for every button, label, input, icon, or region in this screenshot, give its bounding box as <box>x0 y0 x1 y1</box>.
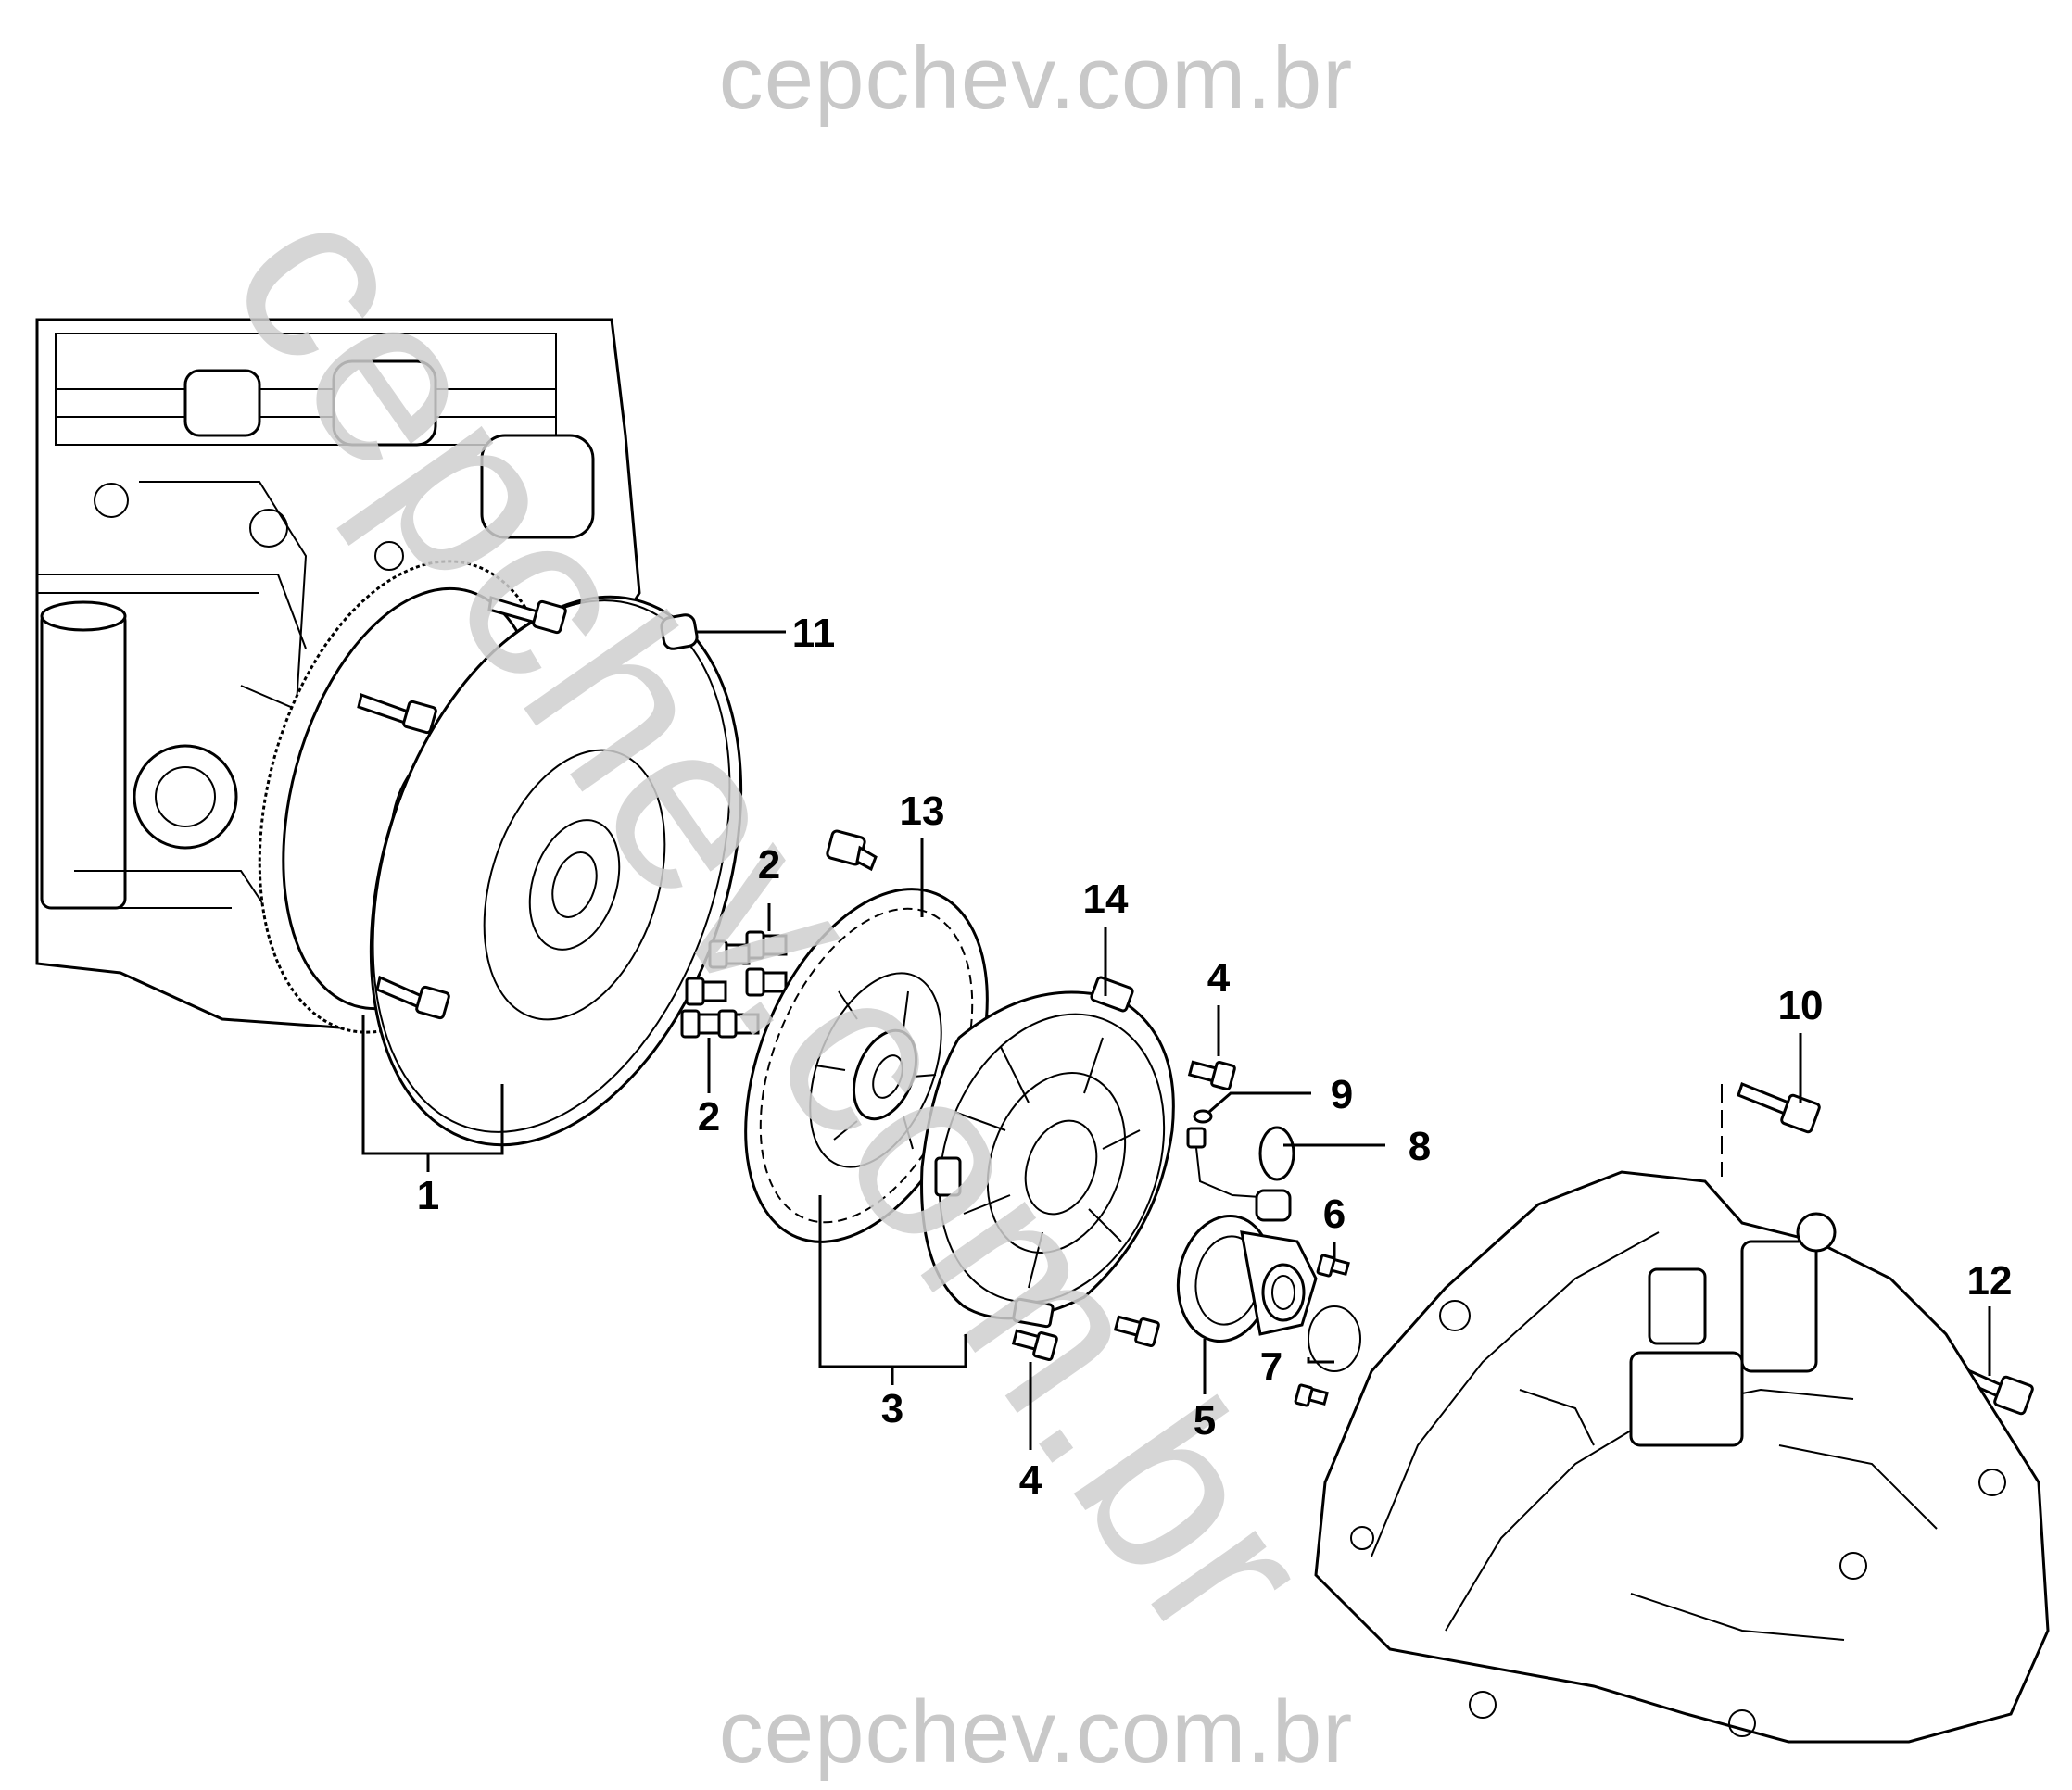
part-4-bolts <box>1011 1060 1236 1361</box>
callout-4-bottom: 4 <box>1019 1457 1042 1503</box>
flywheel <box>258 560 743 1147</box>
part-12-bolt <box>1954 1364 2034 1416</box>
flywheel-bolts <box>357 596 567 1020</box>
leader-lines <box>361 630 1991 1450</box>
callout-8: 8 <box>1409 1124 1431 1169</box>
watermark-bottom: cepchev.com.br <box>718 1683 1354 1782</box>
part-10-bolt <box>1737 1082 1821 1134</box>
callout-7: 7 <box>1260 1344 1282 1390</box>
callout-6: 6 <box>1323 1191 1346 1237</box>
callout-11: 11 <box>792 611 836 656</box>
callout-13: 13 <box>900 788 945 834</box>
callout-5: 5 <box>1194 1398 1216 1443</box>
part-8-hose <box>1186 1126 1295 1222</box>
part-9-washer <box>1193 1109 1213 1124</box>
callout-9: 9 <box>1331 1072 1353 1117</box>
callout-2-top: 2 <box>758 842 780 888</box>
callout-4-top: 4 <box>1207 955 1231 1001</box>
pressure-plate <box>920 976 1175 1329</box>
callout-12: 12 <box>1967 1258 2013 1304</box>
part-2-bolts <box>680 930 788 1039</box>
callout-3: 3 <box>881 1386 903 1431</box>
release-bearing <box>1176 1214 1318 1343</box>
callout-labels: 1 2 2 3 4 4 5 6 7 8 9 10 11 12 13 14 <box>417 611 2013 1503</box>
part-6-screw <box>1316 1254 1350 1278</box>
part-7-oring <box>1308 1305 1361 1372</box>
callout-14: 14 <box>1083 876 1129 922</box>
small-screw <box>1294 1383 1329 1407</box>
callout-10: 10 <box>1778 983 1824 1028</box>
callout-2-bottom: 2 <box>698 1094 720 1140</box>
part-11-plug <box>660 613 699 650</box>
transmission-housing <box>1314 1170 2050 1744</box>
watermark-top: cepchev.com.br <box>718 29 1354 128</box>
callout-1: 1 <box>417 1173 439 1218</box>
part-13-bolt <box>826 829 878 872</box>
